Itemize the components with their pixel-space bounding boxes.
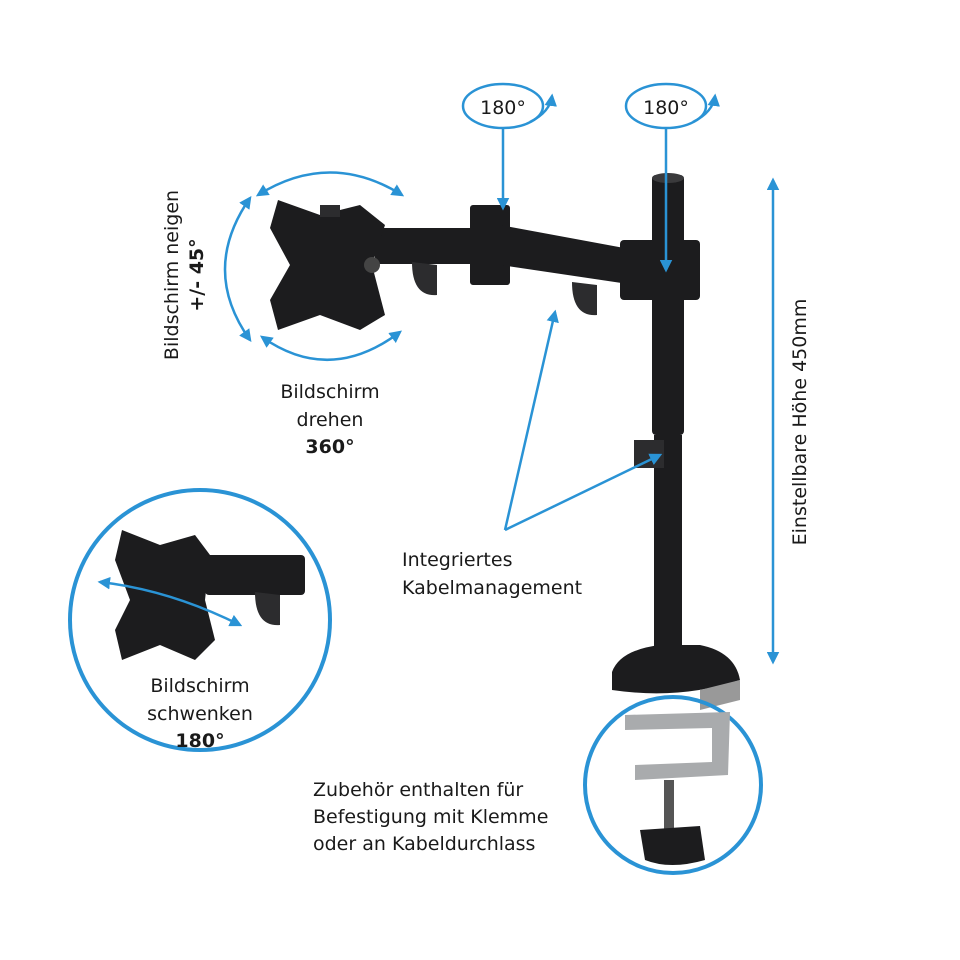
tilt-value: +/- 45°	[186, 238, 208, 311]
cable-arrows	[503, 309, 663, 532]
rotate-arrow-top	[255, 171, 405, 197]
swivel-label: 180°	[643, 97, 689, 119]
cable-label: Integriertes	[402, 549, 512, 571]
clamp-detail-circle	[583, 695, 763, 875]
rotate-label: Bildschirm	[280, 381, 379, 403]
swivel-label: 180°	[480, 97, 526, 119]
cable-label: Kabelmanagement	[402, 577, 582, 599]
mount-label: Befestigung mit Klemme	[313, 806, 548, 828]
mount-label: oder an Kabeldurchlass	[313, 833, 535, 855]
rotate-arrow-bottom	[259, 330, 402, 362]
rotate-label: drehen	[297, 409, 364, 431]
desk-base	[612, 645, 740, 710]
rotate-value: 360°	[305, 436, 354, 458]
swivel-indicator-2: 180°	[624, 82, 720, 273]
height-label: Einstellbare Höhe 450mm	[789, 299, 811, 546]
arm	[375, 205, 700, 316]
vesa-plate	[270, 200, 385, 330]
swivel-label: schwenken	[147, 703, 253, 725]
tilt-label: Bildschirm neigen	[161, 190, 183, 360]
swivel-indicator-1: 180°	[461, 82, 557, 211]
mount-label: Zubehör enthalten für	[313, 779, 523, 801]
tilt-arrow	[223, 195, 252, 343]
swivel-value: 180°	[175, 730, 224, 752]
swivel-label: Bildschirm	[150, 675, 249, 697]
swivel-detail-circle: Bildschirm schwenken 180°	[68, 488, 332, 752]
